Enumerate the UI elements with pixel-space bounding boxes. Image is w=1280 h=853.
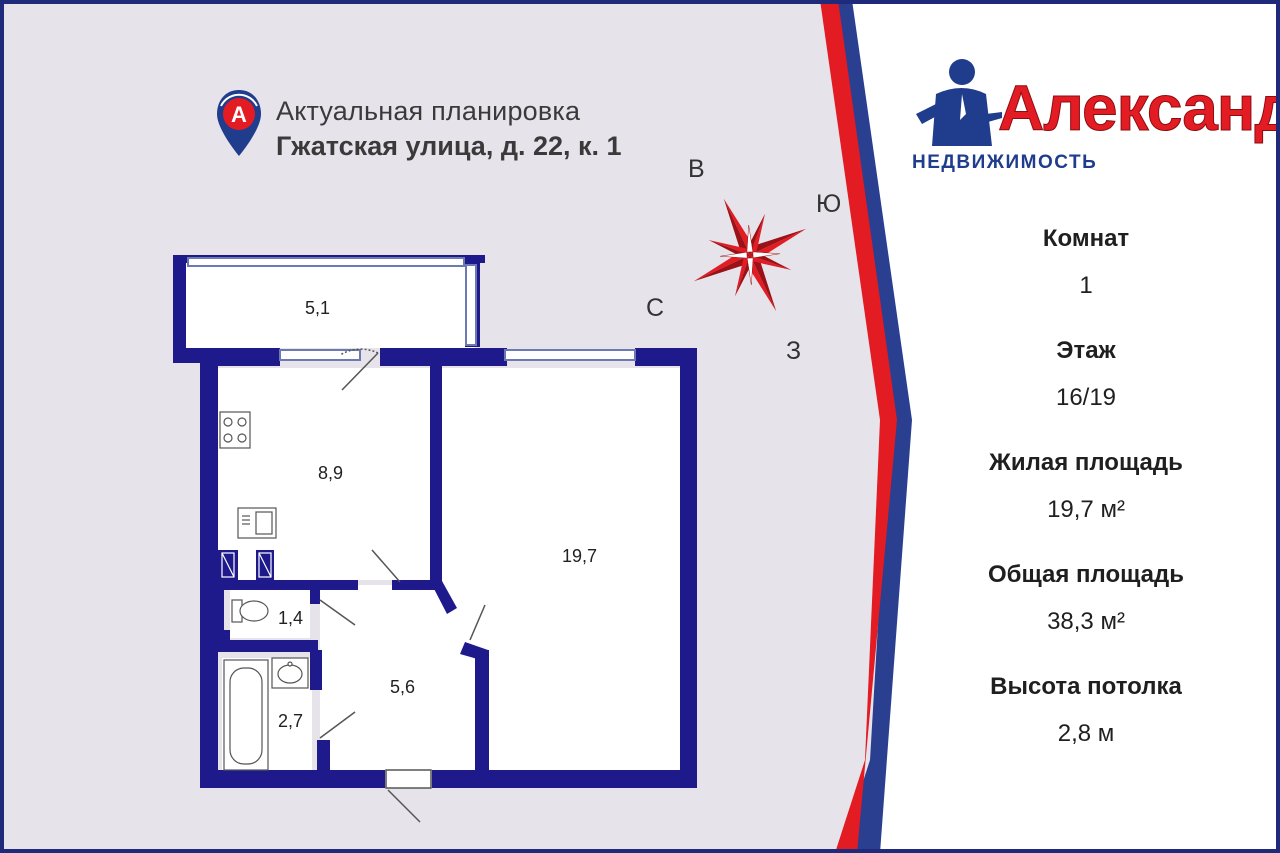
room-area-kitchen: 8,9 <box>318 463 344 483</box>
stove-icon <box>219 411 251 449</box>
room-area-hallway: 5,6 <box>390 677 416 697</box>
detail-label: Общая площадь <box>987 561 1185 588</box>
detail-rooms: Комнат 1 <box>940 222 1232 334</box>
room-area-living-room: 19,7 <box>562 546 598 566</box>
detail-value: 38,3 м² <box>1047 608 1125 635</box>
pin-letter: А <box>231 102 247 127</box>
blue-stripe <box>826 0 912 853</box>
compass-star-icon <box>693 198 807 312</box>
bathtub-icon <box>223 659 269 771</box>
address-title: Гжатская улица, д. 22, к. 1 <box>276 131 622 161</box>
info-panel <box>848 0 1280 853</box>
compass-east: В <box>688 155 705 183</box>
detail-label: Высота потолка <box>990 673 1182 700</box>
detail-ceiling-height: Высота потолка 2,8 м <box>940 670 1232 782</box>
bathroom-sink-icon <box>271 657 309 689</box>
red-stripe <box>820 0 897 853</box>
ventilation-shafts <box>221 552 272 578</box>
brand-subtitle: НЕДВИЖИМОСТЬ <box>912 152 1098 173</box>
detail-living-area: Жилая площадь 19,7 м² <box>940 446 1232 558</box>
windows <box>187 257 636 361</box>
room-area-bathroom: 2,7 <box>278 711 304 731</box>
floor-plan: 5,1 8,9 19,7 1,4 2,7 5,6 <box>160 250 720 835</box>
property-details: Комнат 1 Этаж 16/19 Жилая площадь 19,7 м… <box>940 222 1232 782</box>
detail-label: Жилая площадь <box>989 449 1183 476</box>
compass-north: С <box>646 294 665 322</box>
kitchen-sink-icon <box>237 507 277 539</box>
doors <box>319 348 486 823</box>
toilet-icon <box>231 599 269 623</box>
brand-name: Александр <box>997 72 1280 144</box>
balcony-area <box>185 263 475 348</box>
detail-label: Этаж <box>1056 337 1116 364</box>
detail-value: 1 <box>1079 272 1093 299</box>
page-title: Актуальная планировка Гжатская улица, д.… <box>276 96 622 162</box>
brand-logo: Александр НЕДВИЖИМОСТЬ <box>902 54 1280 184</box>
realtor-figure-icon <box>916 59 1002 146</box>
title-line1: Актуальная планировка <box>276 96 581 126</box>
detail-floor: Этаж 16/19 <box>940 334 1232 446</box>
detail-value: 2,8 м <box>1057 720 1115 747</box>
map-pin-icon: А <box>213 86 265 165</box>
detail-value: 16/19 <box>1055 384 1117 411</box>
compass-west: З <box>786 337 802 365</box>
hallway-area <box>320 585 442 770</box>
compass-rose <box>640 150 840 370</box>
room-area-toilet: 1,4 <box>278 608 304 628</box>
detail-total-area: Общая площадь 38,3 м² <box>940 558 1232 670</box>
floor-plan-drawing <box>173 255 697 823</box>
compass-south: Ю <box>816 190 842 218</box>
detail-label: Комнат <box>1042 225 1130 252</box>
detail-value: 19,7 м² <box>1047 496 1125 523</box>
room-area-balcony: 5,1 <box>305 298 331 318</box>
kitchen-area <box>218 368 430 580</box>
